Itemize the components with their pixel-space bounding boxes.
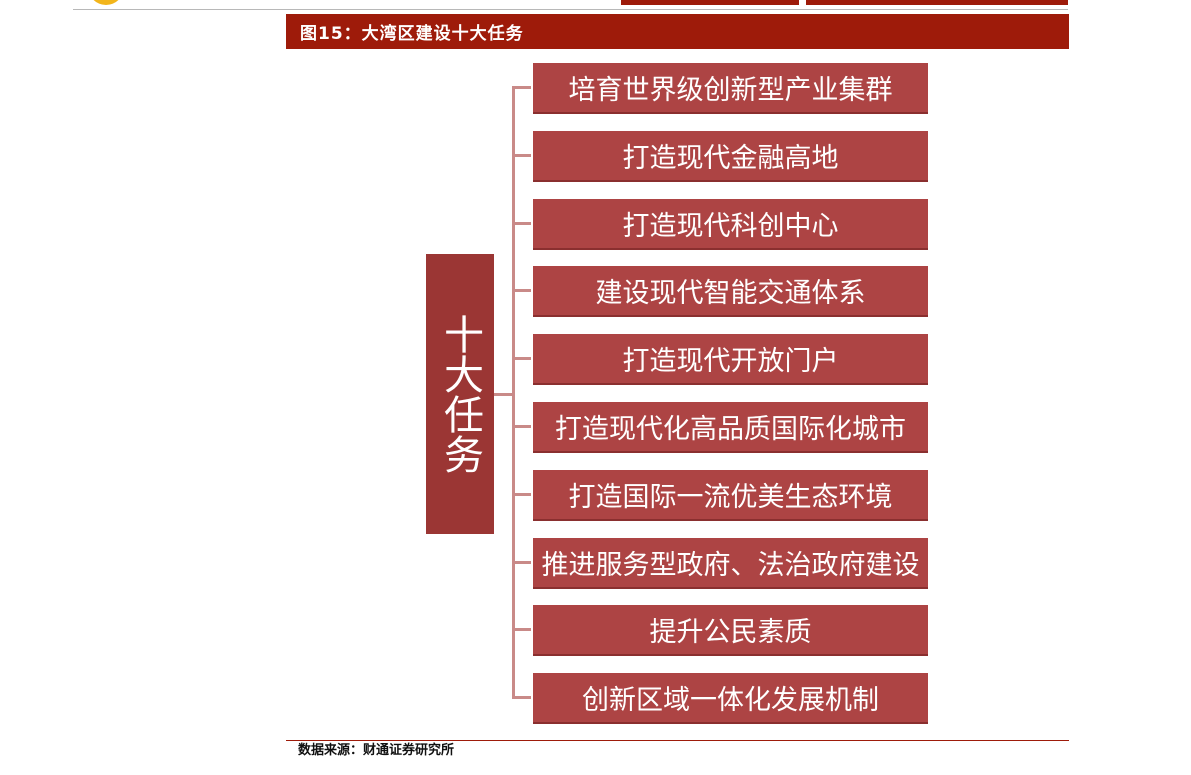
- task-label: 创新区域一体化发展机制: [582, 685, 879, 716]
- branch-connector: [512, 86, 531, 89]
- header-tab-bar-right: [806, 0, 1068, 5]
- task-node: 提升公民素质: [533, 605, 928, 656]
- task-label: 培育世界级创新型产业集群: [568, 75, 893, 106]
- task-node: 创新区域一体化发展机制: [533, 673, 928, 724]
- task-node: 打造现代化高品质国际化城市: [533, 402, 928, 453]
- task-node: 打造现代金融高地: [533, 131, 928, 182]
- task-node: 推进服务型政府、法治政府建设: [533, 538, 928, 589]
- task-label: 推进服务型政府、法治政府建设: [541, 550, 920, 581]
- task-node: 建设现代智能交通体系: [533, 266, 928, 317]
- source-note: 数据来源：财通证券研究所: [298, 743, 455, 758]
- branch-connector: [512, 561, 531, 564]
- branch-connector: [512, 425, 531, 428]
- task-node: 打造现代开放门户: [533, 334, 928, 385]
- task-label: 打造现代科创中心: [622, 211, 839, 242]
- task-label: 打造现代化高品质国际化城市: [555, 414, 906, 445]
- branch-connector: [512, 154, 531, 157]
- diagram-root-label: 十大任务: [437, 314, 483, 474]
- task-node: 培育世界级创新型产业集群: [533, 63, 928, 114]
- footer-divider: [286, 740, 1069, 741]
- task-label: 打造现代开放门户: [622, 346, 839, 377]
- header-divider: [73, 9, 1068, 10]
- figure-title-bar: 图15：大湾区建设十大任务: [286, 14, 1069, 49]
- task-label: 打造国际一流优美生态环境: [568, 482, 893, 513]
- branch-connector: [512, 628, 531, 631]
- branch-connector: [512, 357, 531, 360]
- task-label: 打造现代金融高地: [622, 143, 839, 174]
- branch-connector: [512, 222, 531, 225]
- branch-spine: [512, 87, 515, 699]
- logo-icon: [88, 0, 124, 5]
- branch-connector: [512, 493, 531, 496]
- diagram-root-node: 十大任务: [426, 254, 494, 534]
- root-connector: [494, 393, 514, 396]
- task-node: 打造国际一流优美生态环境: [533, 470, 928, 521]
- task-label: 提升公民素质: [649, 617, 812, 648]
- task-node: 打造现代科创中心: [533, 199, 928, 250]
- task-label: 建设现代智能交通体系: [595, 278, 866, 309]
- figure-title: 图15：大湾区建设十大任务: [300, 24, 524, 44]
- branch-connector: [512, 696, 531, 699]
- branch-connector: [512, 289, 531, 292]
- header-tab-bar-left: [621, 0, 799, 5]
